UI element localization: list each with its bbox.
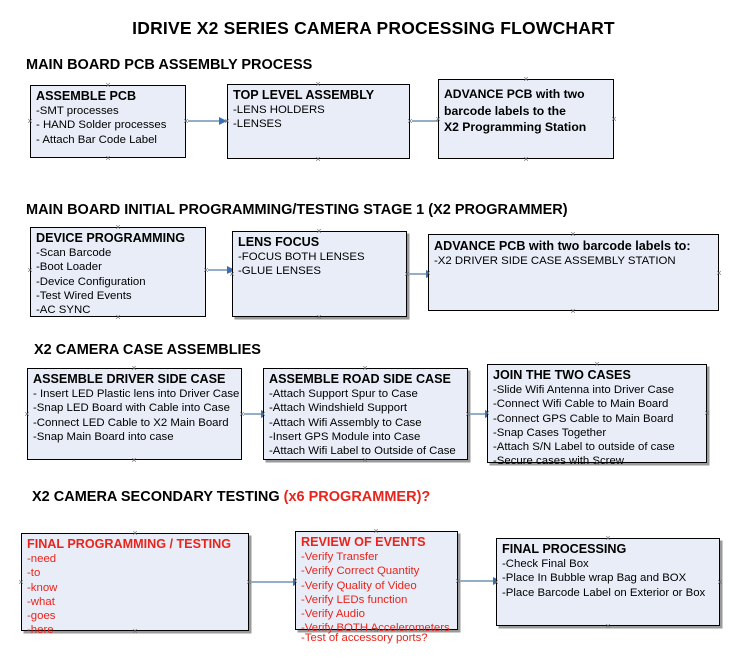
box-line: ADVANCE PCB with two [444, 87, 585, 101]
section-heading-1-text: MAIN BOARD PCB ASSEMBLY PROCESS [26, 57, 313, 73]
box-line: -goes [27, 610, 56, 623]
box-line: -Scan Barcode [36, 247, 112, 259]
box-line: -Connect Wifi Cable to Main Board [493, 398, 669, 411]
box-line: -Verify Audio [301, 608, 365, 621]
connector-arrow [251, 577, 301, 586]
box-line: X2 Programming Station [444, 120, 587, 134]
box-line: - Attach Bar Code Label [36, 133, 157, 146]
box-join-the-two-cases[interactable]: JOIN THE TWO CASES -Slide Wifi Antenna i… [487, 364, 707, 467]
box-line: -Connect LED Cable to X2 Main Board [33, 416, 229, 429]
box-line: -Verify Transfer [301, 551, 379, 563]
box-line: -need [27, 553, 57, 565]
box-line: -FOCUS BOTH LENSES [238, 251, 365, 263]
box-advance-pcb-driver-side[interactable]: ADVANCE PCB with two barcode labels to: … [428, 234, 719, 311]
box-line: -to [27, 567, 41, 580]
box-line: -Verify Quality of Video [301, 579, 417, 592]
box-line: -Place Barcode Label on Exterior or Box [502, 586, 706, 599]
box-line: -Verify Correct Quantity [301, 565, 420, 578]
box-line: -what [27, 595, 55, 608]
connector-arrow [244, 409, 269, 418]
connector-arrow [188, 116, 227, 125]
box-line: -Test Wired Events [36, 289, 132, 302]
box-title: LENS FOCUS [238, 235, 320, 249]
box-title: FINAL PROCESSING [502, 542, 627, 556]
page-title: IDRIVE X2 SERIES CAMERA PROCESSING FLOWC… [132, 18, 615, 38]
box-lens-focus[interactable]: LENS FOCUS -FOCUS BOTH LENSES -GLUE LENS… [232, 231, 407, 317]
box-line: -Attach Support Spur to Case [269, 388, 418, 400]
section-heading-4-text: X2 CAMERA SECONDARY TESTING [32, 489, 284, 505]
box-advance-pcb-station[interactable]: ADVANCE PCB with two barcode labels to t… [438, 79, 614, 159]
box-line: -Connect GPS Cable to Main Board [493, 412, 674, 425]
box-line: - HAND Solder processes [36, 119, 167, 132]
box-title: FINAL PROGRAMMING / TESTING [27, 537, 232, 551]
box-line: -X2 DRIVER SIDE CASE ASSEMBLY STATION [434, 255, 676, 267]
box-line: -Verify LEDs function [301, 593, 408, 606]
box-assemble-pcb[interactable]: ASSEMBLE PCB -SMT processes - HAND Solde… [30, 85, 186, 158]
connector-arrow [470, 409, 493, 418]
box-final-processing[interactable]: FINAL PROCESSING -Check Final Box -Place… [496, 538, 720, 626]
section-heading-2: MAIN BOARD INITIAL PROGRAMMING/TESTING S… [26, 202, 568, 218]
box-line: -Device Configuration [36, 275, 146, 288]
arrow-head-icon [227, 265, 235, 274]
box-title: DEVICE PROGRAMMING [36, 231, 186, 245]
box-line: -SMT processes [36, 105, 119, 117]
box-title: ADVANCE PCB with two barcode labels to: [434, 239, 691, 253]
box-line: -Snap Main Board into case [33, 430, 174, 443]
box-line: barcode labels to the [444, 103, 566, 118]
box-line: -Verify BOTH Accelerometers [301, 622, 450, 635]
box-line: -Secure cases with Screw [493, 455, 625, 468]
box-line: -Slide Wifi Antenna into Driver Case [493, 384, 675, 396]
section-heading-1: MAIN BOARD PCB ASSEMBLY PROCESS [26, 57, 312, 73]
box-line: -Place In Bubble wrap Bag and BOX [502, 572, 687, 585]
box-line: -AC SYNC [36, 304, 91, 317]
box-title: REVIEW OF EVENTS [301, 535, 426, 549]
section-heading-4-red: (x6 PROGRAMMER)? [283, 489, 431, 505]
box-line: -Check Final Box [502, 558, 589, 570]
section-heading-3: X2 CAMERA CASE ASSEMBLIES [34, 342, 261, 358]
box-line: -LENS HOLDERS [233, 104, 325, 116]
box-device-programming[interactable]: DEVICE PROGRAMMING -Scan Barcode -Boot L… [30, 227, 206, 317]
box-line: -Attach Windshield Support [269, 402, 408, 415]
connector-arrow [460, 576, 501, 585]
section-heading-3-text: X2 CAMERA CASE ASSEMBLIES [34, 342, 261, 358]
box-line: -Attach Wifi Label to Outside of Case [269, 445, 456, 458]
box-top-level-assembly[interactable]: TOP LEVEL ASSEMBLY -LENS HOLDERS -LENSES [227, 84, 410, 159]
box-title: ASSEMBLE PCB [36, 89, 137, 103]
box-line: -Snap Cases Together [493, 426, 607, 439]
arrow-head-icon [219, 116, 227, 125]
box-title: ASSEMBLE DRIVER SIDE CASE [33, 372, 226, 386]
box-line: -GLUE LENSES [238, 265, 321, 278]
box-final-programming-testing[interactable]: FINAL PROGRAMMING / TESTING -need -to -k… [21, 533, 249, 636]
box-line: -Boot Loader [36, 261, 102, 274]
box-line: -Attach S/N Label to outside of case [493, 441, 675, 454]
box-review-of-events[interactable]: REVIEW OF EVENTS -Verify Transfer -Verif… [295, 531, 458, 644]
section-heading-2-text: MAIN BOARD INITIAL PROGRAMMING/TESTING S… [26, 202, 568, 218]
box-line: -Insert GPS Module into Case [269, 430, 421, 443]
box-assemble-driver-side-case[interactable]: ASSEMBLE DRIVER SIDE CASE - Insert LED P… [27, 368, 242, 460]
box-line: - Insert LED Plastic lens into Driver Ca… [33, 388, 240, 400]
box-line-overflow: -Test of accessory ports? [301, 632, 428, 644]
box-title: TOP LEVEL ASSEMBLY [233, 88, 375, 102]
box-assemble-road-side-case[interactable]: ASSEMBLE ROAD SIDE CASE -Attach Support … [263, 368, 468, 460]
section-heading-4: X2 CAMERA SECONDARY TESTING (x6 PROGRAMM… [32, 489, 430, 505]
box-line: -LENSES [233, 118, 282, 131]
box-line: -Snap LED Board with Cable into Case [33, 402, 230, 415]
box-line: -here [27, 624, 54, 637]
box-line: -Attach Wifi Assembly to Case [269, 416, 422, 429]
connector-arrow [208, 265, 235, 274]
box-title: ASSEMBLE ROAD SIDE CASE [269, 372, 451, 386]
box-line: -know [27, 581, 58, 594]
connector-arrow [409, 269, 434, 278]
box-title: JOIN THE TWO CASES [493, 368, 631, 382]
